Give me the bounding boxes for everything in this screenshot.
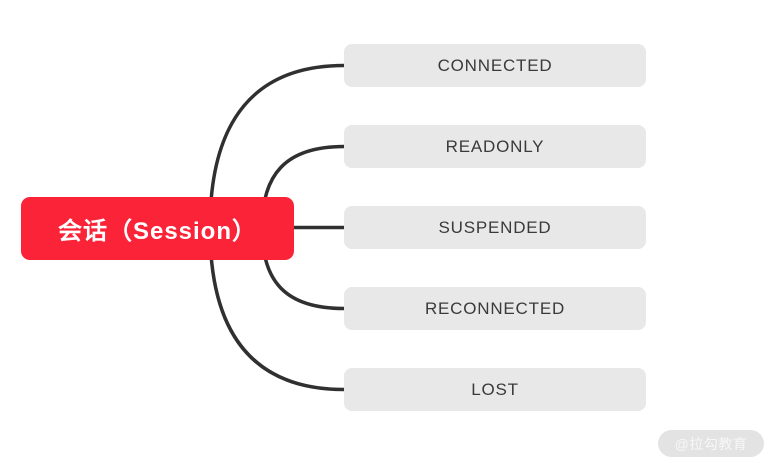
child-node-label: SUSPENDED (438, 217, 552, 237)
connector-connected (208, 63, 346, 230)
child-node-reconnected: RECONNECTED (344, 287, 646, 330)
watermark-label: @拉勾教育 (674, 435, 748, 452)
root-node-session: 会话（Session） (21, 197, 294, 260)
connector-lost (208, 226, 346, 392)
child-node-readonly: READONLY (344, 125, 646, 168)
child-node-label: LOST (471, 379, 519, 399)
child-node-label: RECONNECTED (424, 298, 566, 318)
root-node-label: 会话（Session） (57, 218, 258, 245)
child-node-label: READONLY (445, 136, 545, 156)
child-node-label: CONNECTED (437, 55, 553, 75)
child-node-lost: LOST (344, 368, 646, 411)
watermark-badge: @拉勾教育 (658, 430, 764, 457)
child-node-suspended: SUSPENDED (344, 206, 646, 249)
child-node-connected: CONNECTED (344, 44, 646, 87)
